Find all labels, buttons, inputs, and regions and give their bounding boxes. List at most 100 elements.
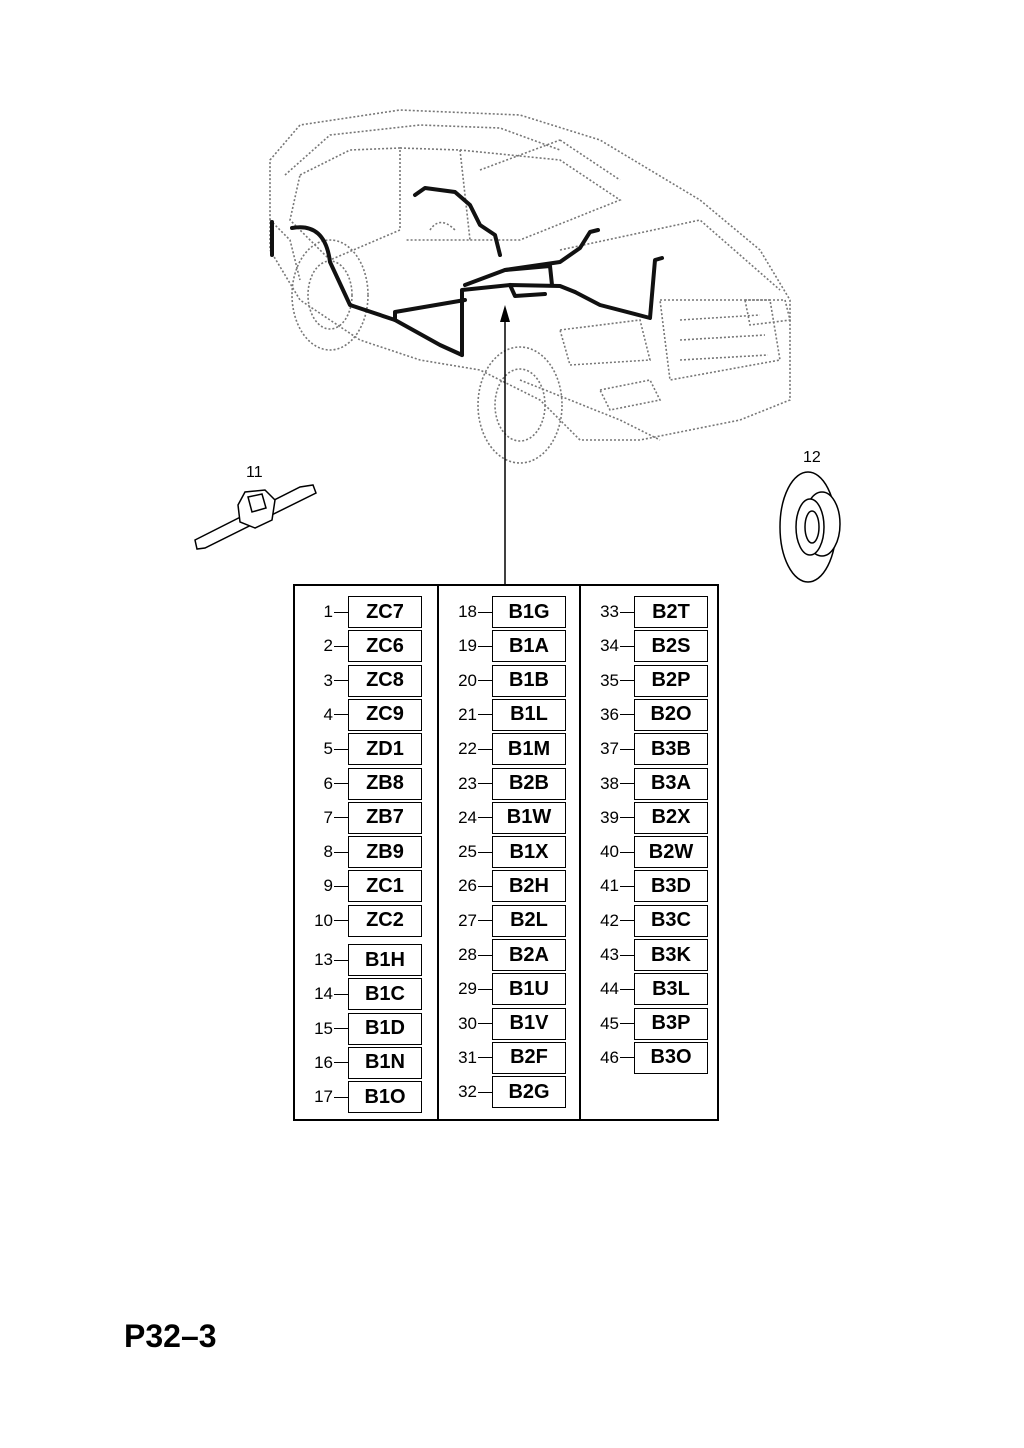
connector-code: B1X xyxy=(492,836,566,869)
connector-code: ZB7 xyxy=(348,801,422,834)
table-row: 9 ZC1 xyxy=(295,870,422,903)
connector-code: B1C xyxy=(348,978,422,1011)
leader-dash xyxy=(334,748,348,750)
connector-code: B2B xyxy=(492,767,566,800)
connector-code: B2F xyxy=(492,1041,566,1074)
item-number: 36 xyxy=(600,704,619,724)
item-number: 44 xyxy=(600,979,619,999)
item-number: 38 xyxy=(600,773,619,793)
connector-code: B2A xyxy=(492,939,566,971)
table-row: 28 B2A xyxy=(439,939,566,971)
connector-code: ZD1 xyxy=(348,733,422,766)
connector-code: B1B xyxy=(492,664,566,697)
grommet-part xyxy=(779,471,841,583)
leader-dash xyxy=(478,817,492,819)
connector-code: ZC7 xyxy=(348,596,422,628)
item-number: 26 xyxy=(458,876,477,896)
wiring-harness xyxy=(270,186,664,357)
item-number: 37 xyxy=(600,739,619,759)
leader-dash xyxy=(478,885,492,887)
item-number: 23 xyxy=(458,773,477,793)
item-number: 18 xyxy=(458,602,477,621)
connector-code: B1G xyxy=(492,596,566,628)
connector-code: ZC2 xyxy=(348,904,422,937)
item-number: 17 xyxy=(314,1087,333,1107)
connector-code: B2O xyxy=(634,698,708,731)
connector-code: B2L xyxy=(492,904,566,937)
leader-dash xyxy=(478,645,492,647)
table-row: 34 B2S xyxy=(581,630,708,663)
leader-dash xyxy=(478,783,492,784)
leader-dash xyxy=(620,954,634,956)
leader-dash xyxy=(334,920,348,922)
leader-dash xyxy=(478,680,492,682)
item-number: 31 xyxy=(458,1047,477,1067)
item-number: 14 xyxy=(314,984,333,1004)
table-row: 32 B2G xyxy=(439,1076,566,1109)
connector-code: ZC1 xyxy=(348,870,422,903)
leader-dash xyxy=(620,645,634,647)
connector-code: ZB8 xyxy=(348,767,422,800)
connector-code: B3B xyxy=(634,733,708,766)
item-number: 39 xyxy=(600,807,619,827)
connector-code: B2W xyxy=(634,836,708,869)
table-row: 14 B1C xyxy=(295,978,422,1011)
item-number: 30 xyxy=(458,1013,477,1033)
item-number: 3 xyxy=(323,670,333,690)
connector-code: B1L xyxy=(492,698,566,731)
item-number: 32 xyxy=(458,1082,477,1102)
item-number: 41 xyxy=(600,876,619,896)
item-number: 34 xyxy=(600,636,619,656)
connector-code: ZC8 xyxy=(348,664,422,697)
connector-code: B1W xyxy=(492,801,566,834)
leader-dash xyxy=(620,748,634,750)
leader-dash xyxy=(620,680,634,682)
leader-dash xyxy=(334,885,348,887)
connector-code: B2S xyxy=(634,630,708,663)
leader-dash xyxy=(334,993,348,995)
item-number: 9 xyxy=(323,876,333,896)
item-number: 8 xyxy=(323,842,333,862)
table-row: 41 B3D xyxy=(581,870,708,903)
connector-code: B2G xyxy=(492,1076,566,1109)
item-number: 15 xyxy=(314,1018,333,1038)
leader-dash xyxy=(620,1023,634,1025)
connector-code: B2P xyxy=(634,664,708,697)
item-number: 4 xyxy=(323,704,333,724)
table-row: 4 ZC9 xyxy=(295,698,422,731)
item-number: 1 xyxy=(323,602,333,621)
connector-code: ZC6 xyxy=(348,630,422,663)
leader-dash xyxy=(478,851,492,853)
table-row: 3 ZC8 xyxy=(295,664,422,697)
leader-dash xyxy=(620,817,634,819)
leader-dash xyxy=(620,988,634,990)
leader-dash xyxy=(478,988,492,990)
connector-code: ZC9 xyxy=(348,698,422,731)
item-number: 40 xyxy=(600,842,619,862)
connector-code: B3K xyxy=(634,939,708,971)
connector-code: B3D xyxy=(634,870,708,903)
leader-dash xyxy=(478,748,492,750)
leader-dash xyxy=(334,783,348,784)
item-number: 28 xyxy=(458,945,477,964)
table-row: 36 B2O xyxy=(581,698,708,731)
item-number: 25 xyxy=(458,842,477,862)
leader-dash xyxy=(478,1057,492,1059)
connector-code: B1A xyxy=(492,630,566,663)
